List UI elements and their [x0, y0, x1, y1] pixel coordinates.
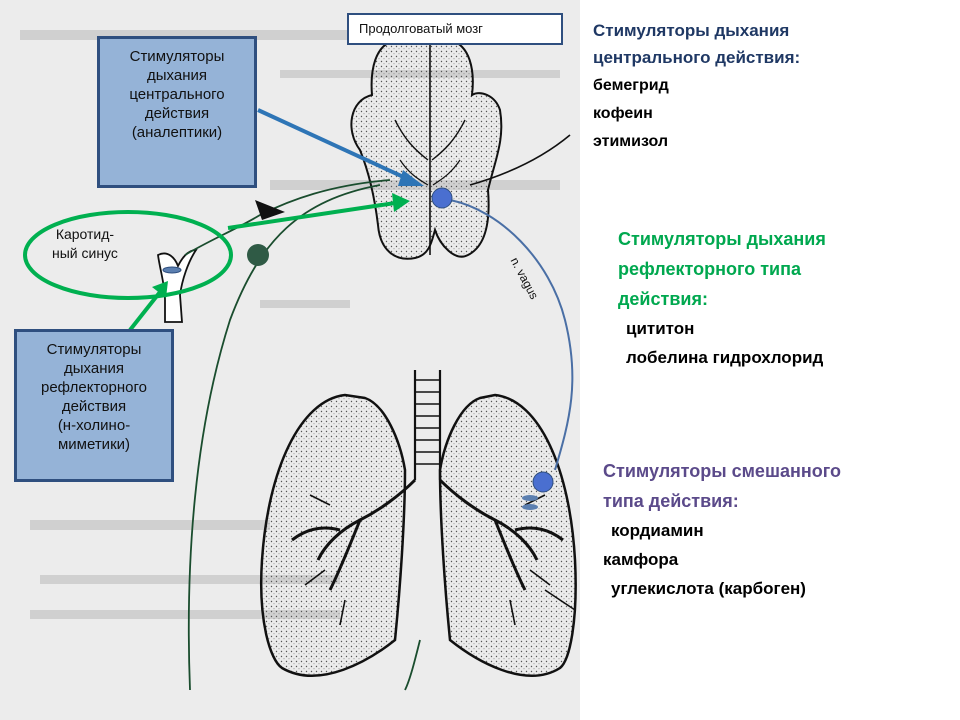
- drug-item: лобелина гидрохлорид: [626, 348, 824, 367]
- lungs-drawing: [260, 370, 577, 677]
- green-arrow-to-carotid: [128, 281, 168, 332]
- mixed-title-line1: Стимуляторы смешанного: [603, 461, 841, 481]
- medulla-center-dot: [431, 187, 453, 209]
- blue-arrow-to-medulla: [257, 108, 424, 186]
- drug-item: бемегрид: [593, 77, 669, 94]
- mixed-title-line2: типа действия:: [603, 491, 739, 511]
- medulla-label: Продолговатый мозг: [347, 13, 563, 45]
- drug-item: кофеин: [593, 105, 653, 122]
- reflex-title-line1: Стимуляторы дыхания: [618, 229, 826, 249]
- lung-receptor-dot: [532, 471, 554, 493]
- reflex-title-line2: рефлекторного типа: [618, 259, 801, 279]
- diagram-illustration: Продолговатый мозг Стимуляторы дыхания ц…: [0, 0, 580, 720]
- mixed-group: Стимуляторы смешанного типа действия: ко…: [603, 456, 841, 603]
- drug-item: этимизол: [593, 133, 669, 150]
- reflex-title-line3: действия:: [618, 289, 708, 309]
- central-title-line2: центрального действия:: [593, 48, 801, 67]
- central-title-line1: Стимуляторы дыхания: [593, 21, 790, 40]
- drug-item: цититон: [626, 319, 695, 338]
- anatomy-drawing: [20, 30, 577, 691]
- green-arrow-to-medulla: [227, 193, 410, 230]
- reflex-group: Стимуляторы дыхания рефлекторного типа д…: [618, 224, 826, 372]
- drug-item: углекислота (карбоген): [611, 579, 806, 598]
- carotid-callout-oval: [23, 210, 233, 300]
- nerve-arrowhead: [255, 200, 285, 220]
- drug-item: кордиамин: [611, 521, 704, 540]
- central-action-box: Стимуляторы дыхания центрального действи…: [97, 36, 257, 188]
- drug-item: камфора: [603, 550, 679, 569]
- carotid-sinus-label: Каротид- ный синус: [52, 226, 118, 261]
- ganglion-dot: [247, 244, 269, 266]
- central-group: Стимуляторы дыхания центрального действи…: [593, 17, 800, 155]
- reflex-action-box: Стимуляторы дыхания рефлекторного действ…: [14, 329, 174, 482]
- vagus-nerve: [449, 199, 574, 471]
